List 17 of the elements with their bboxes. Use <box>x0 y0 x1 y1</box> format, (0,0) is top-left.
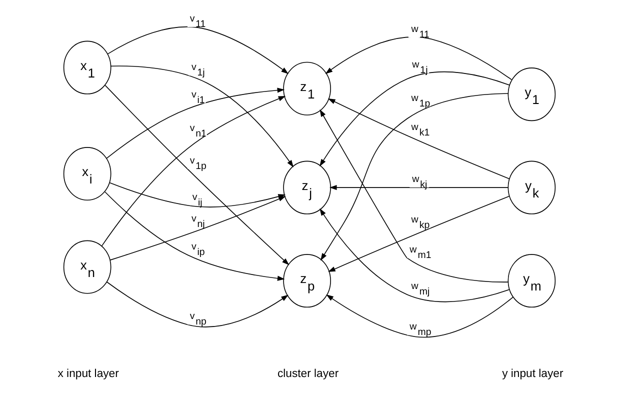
arrow <box>328 196 510 272</box>
arrow <box>320 93 508 261</box>
arrow <box>104 84 290 266</box>
arrow <box>320 208 510 302</box>
arrow <box>106 282 288 328</box>
arrow <box>110 66 294 168</box>
arrow <box>325 36 512 80</box>
arrow <box>329 185 508 190</box>
arrow <box>326 294 514 338</box>
arrow <box>110 196 286 260</box>
arrow <box>107 26 289 74</box>
arrow <box>320 109 508 282</box>
arrow <box>328 98 510 180</box>
label: x input layer <box>58 368 119 380</box>
arrow <box>320 71 510 166</box>
label: cluster layer <box>277 368 339 380</box>
label: y input layer <box>502 368 564 380</box>
